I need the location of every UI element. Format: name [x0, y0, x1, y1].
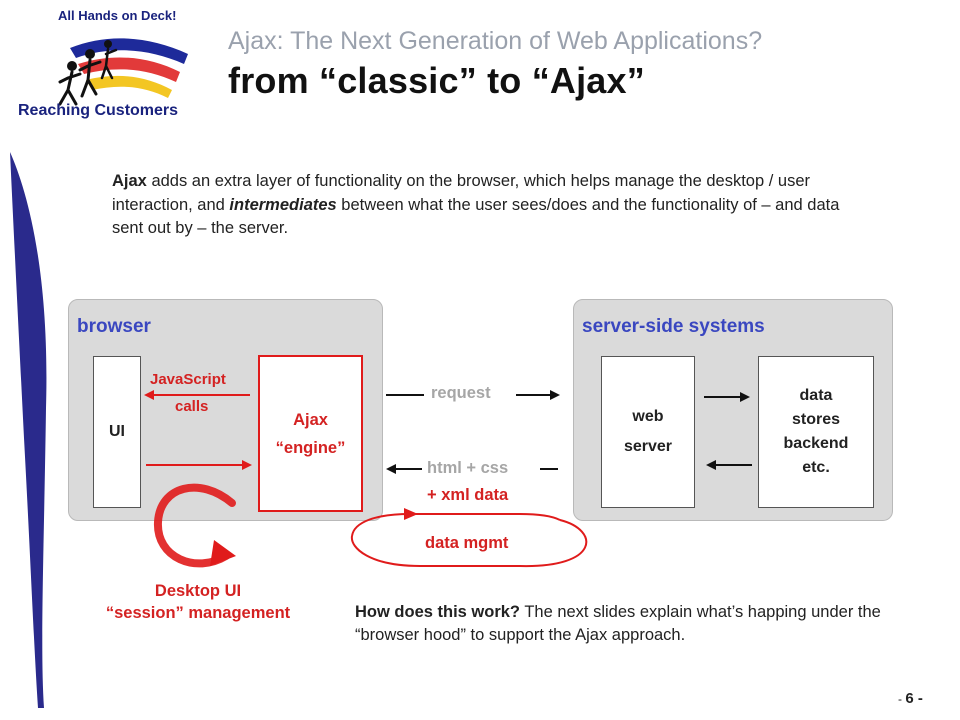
outro-text: The next slides explain what’s happing u… [355, 603, 881, 644]
web-server-line1: web [632, 408, 664, 425]
page-number-suffix: - [913, 690, 923, 707]
page-number-value: 6 [905, 690, 914, 707]
logo-caption: Reaching Customers [18, 102, 179, 119]
ajax-engine-line1: Ajax [293, 410, 328, 429]
intro-text: adds an extra layer of functionality on … [112, 172, 810, 214]
page-number: - 6 - [898, 690, 923, 707]
data-stores-line3: backend [783, 435, 849, 452]
browser-label: browser [77, 316, 151, 337]
server-label: server-side systems [582, 316, 765, 337]
slide-subtitle: Ajax: The Next Generation of Web Applica… [228, 27, 763, 55]
html-css-label: html + css [427, 459, 509, 477]
web-server-line2: server [623, 438, 673, 455]
desktop-session-label: Desktop UI “session” management [78, 580, 318, 624]
logo [8, 8, 208, 126]
ajax-engine-box: Ajax “engine” [258, 355, 363, 512]
desktop-session-line2: “session” management [105, 604, 291, 622]
calls-label: calls [175, 398, 209, 415]
intro-paragraph: Ajax adds an extra layer of functionalit… [112, 170, 872, 241]
data-stores-line2: stores [791, 411, 840, 428]
xml-data-label: + xml data [427, 486, 509, 504]
intro-intermediates-term: intermediates [229, 195, 337, 214]
logo-tagline: All Hands on Deck! [58, 8, 177, 23]
ui-box-label: UI [109, 423, 125, 440]
javascript-label: JavaScript [150, 371, 226, 388]
intro-ajax-term: Ajax [112, 172, 147, 190]
data-mgmt-label: data mgmt [425, 534, 509, 552]
web-server-box: web server [601, 356, 695, 508]
intro-rest: between what the user sees/does and the … [112, 195, 840, 238]
people-on-flag-logo-icon [58, 38, 188, 106]
side-swoosh-decoration [10, 152, 47, 708]
request-label: request [431, 384, 491, 402]
ui-box: UI [93, 356, 141, 508]
data-stores-line1: data [799, 387, 833, 404]
outro-question: How does this work? [355, 603, 521, 621]
data-stores-box: data stores backend etc. [758, 356, 874, 508]
ajax-engine-line2: “engine” [275, 438, 346, 457]
data-stores-line4: etc. [802, 459, 830, 476]
desktop-session-line1: Desktop UI [154, 582, 242, 600]
page-number-prefix: - [898, 692, 906, 706]
outro-paragraph: How does this work? The next slides expl… [355, 601, 915, 647]
slide-title: from “classic” to “Ajax” [228, 60, 645, 101]
